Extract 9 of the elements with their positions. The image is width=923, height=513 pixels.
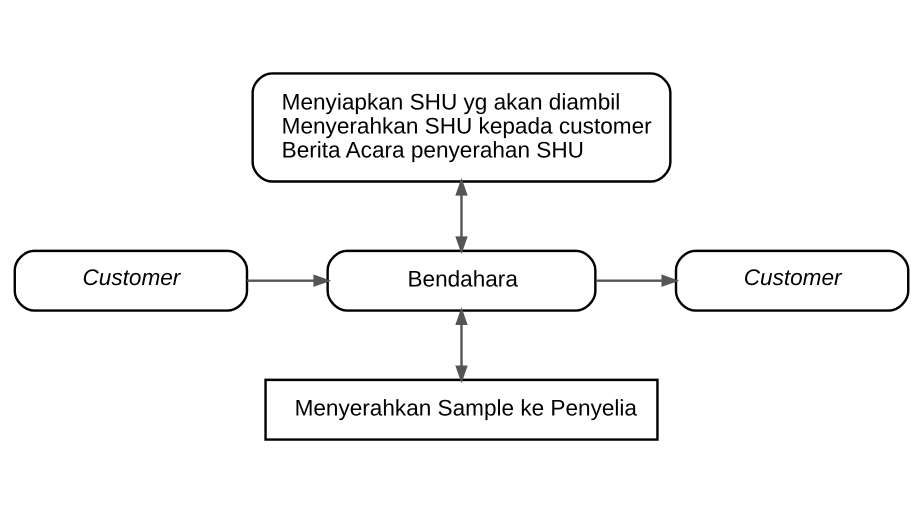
arrow [247, 274, 332, 287]
node-box: Menyiapkan SHU yg akan diambil Menyerahkan SHU kepada customer Berita Acara penyerahan SHU [251, 72, 672, 183]
node-box: Menyerahkan Sample ke Penyelia [264, 378, 659, 441]
node-box: Customer [14, 250, 248, 312]
arrow [455, 178, 468, 254]
arrow [455, 307, 468, 384]
node-box: Customer [674, 250, 910, 312]
arrow [596, 274, 680, 287]
node-box: Bendahara [326, 250, 597, 312]
